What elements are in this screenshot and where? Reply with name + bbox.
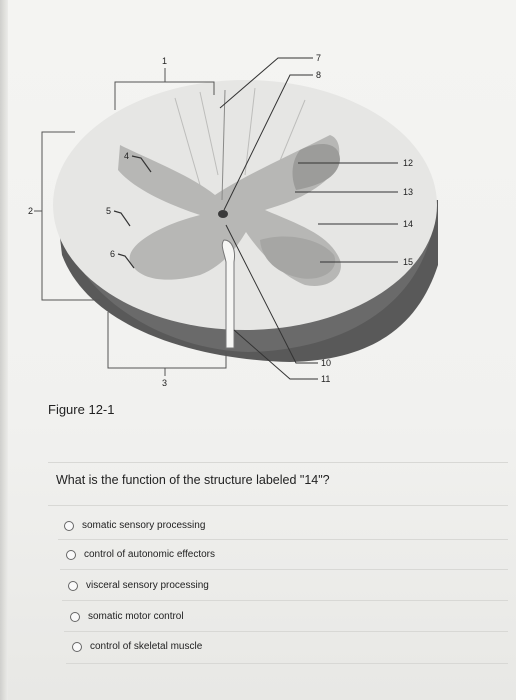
leader-4 (131, 155, 152, 173)
posterior-median-sulcus (221, 89, 226, 201)
divider (48, 462, 508, 463)
option-label: control of skeletal muscle (90, 641, 203, 652)
label-3: 3 (162, 378, 167, 388)
leader-8 (223, 74, 313, 211)
divider (58, 539, 508, 540)
label-2: 2 (28, 206, 33, 216)
label-6: 6 (110, 249, 115, 259)
radio-button[interactable] (72, 641, 82, 652)
label-11: 11 (321, 374, 330, 384)
option-label: somatic motor control (88, 611, 184, 622)
radio-button[interactable] (70, 611, 80, 622)
radio-button[interactable] (68, 580, 78, 591)
option-label: visceral sensory processing (86, 580, 209, 591)
option-skeletal-muscle[interactable]: control of skeletal muscle (72, 641, 202, 652)
option-label: control of autonomic effectors (84, 549, 215, 560)
label-8: 8 (316, 70, 321, 80)
label-12: 12 (403, 158, 413, 168)
central-canal (218, 210, 228, 218)
leader-5 (113, 210, 131, 227)
anterior-horn (260, 236, 336, 279)
leader-7 (219, 57, 313, 109)
white-matter-divisions (174, 87, 306, 186)
anterior-median-fissure (221, 239, 235, 349)
option-somatic-motor[interactable]: somatic motor control (70, 611, 184, 622)
question-text: What is the function of the structure la… (56, 473, 330, 487)
divider (64, 631, 508, 632)
label-7: 7 (316, 53, 321, 63)
divider (48, 505, 508, 506)
figure-caption: Figure 12-1 (48, 402, 115, 417)
option-visceral-sensory[interactable]: visceral sensory processing (68, 580, 209, 591)
divider (66, 663, 508, 664)
leader-11 (233, 329, 318, 380)
bracket-3 (107, 312, 227, 369)
radio-button[interactable] (64, 520, 74, 531)
bracket-2 (41, 131, 100, 301)
option-autonomic-effectors[interactable]: control of autonomic effectors (66, 549, 215, 560)
option-somatic-sensory[interactable]: somatic sensory processing (64, 520, 205, 531)
divider (62, 600, 508, 601)
leader-10 (225, 224, 318, 364)
leader-6 (117, 253, 135, 269)
option-label: somatic sensory processing (82, 520, 206, 531)
label-15: 15 (403, 257, 413, 267)
label-4: 4 (124, 151, 129, 161)
label-10: 10 (321, 358, 331, 368)
spinal-cord-figure: 1 2 3 4 5 6 7 8 10 11 12 13 14 15 (28, 53, 438, 388)
label-14: 14 (403, 219, 413, 229)
posterior-horn (292, 144, 340, 190)
label-13: 13 (403, 187, 413, 197)
label-5: 5 (106, 206, 111, 216)
label-1: 1 (162, 56, 167, 66)
radio-button[interactable] (66, 549, 76, 560)
divider (60, 569, 508, 570)
page-edge-shadow (0, 0, 8, 700)
